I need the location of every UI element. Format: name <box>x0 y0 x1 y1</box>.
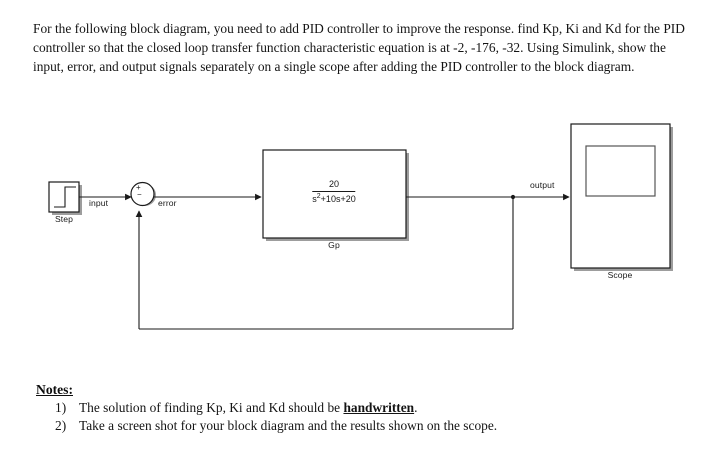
signal-label-input: input <box>89 198 109 208</box>
note-item-2-number: 2) <box>55 418 67 434</box>
plant-tf-denominator: s2+10s+20 <box>312 192 355 205</box>
note-item-1: 1) The solution of finding Kp, Ki and Kd… <box>55 399 676 417</box>
block-diagram-canvas <box>48 123 673 330</box>
signal-label-output: output <box>530 180 555 190</box>
scope-screen <box>585 145 656 197</box>
block-diagram: Step input error + − 20 s2+10s+20 Gp out… <box>0 95 709 385</box>
note-item-1-text-after: . <box>414 400 418 415</box>
note-item-2: 2) Take a screen shot for your block dia… <box>55 417 676 435</box>
step-block-label: Step <box>54 214 74 224</box>
scope-block-label: Scope <box>607 270 633 280</box>
note-item-1-emphasis: handwritten <box>343 400 415 415</box>
sum-block[interactable] <box>130 181 155 207</box>
note-item-2-text: Take a screen shot for your block diagra… <box>79 417 676 435</box>
sum-minus-sign: − <box>137 190 142 199</box>
plant-tf-denominator-exponent: 2 <box>316 193 321 200</box>
plant-block-label: Gp <box>328 240 340 250</box>
signal-label-error: error <box>158 198 177 208</box>
plant-transfer-function: 20 s2+10s+20 <box>312 178 356 205</box>
step-waveform-icon <box>54 186 76 208</box>
problem-statement: For the following block diagram, you nee… <box>33 21 685 74</box>
notes-section: Notes: 1) The solution of finding Kp, Ki… <box>36 381 676 436</box>
plant-tf-denominator-rest: +10s+20 <box>320 194 356 204</box>
note-item-2-text-before: Take a screen shot for your block diagra… <box>79 418 498 434</box>
note-item-1-text: The solution of finding Kp, Ki and Kd sh… <box>79 399 676 417</box>
plant-tf-denominator-base: s <box>312 194 317 204</box>
plant-block[interactable] <box>262 149 407 239</box>
plant-tf-numerator: 20 <box>312 178 356 192</box>
notes-heading: Notes: <box>36 382 73 397</box>
note-item-1-number: 1) <box>55 400 67 415</box>
sum-plus-sign: + <box>136 183 141 192</box>
note-item-1-text-before: The solution of finding Kp, Ki and Kd sh… <box>79 400 344 415</box>
